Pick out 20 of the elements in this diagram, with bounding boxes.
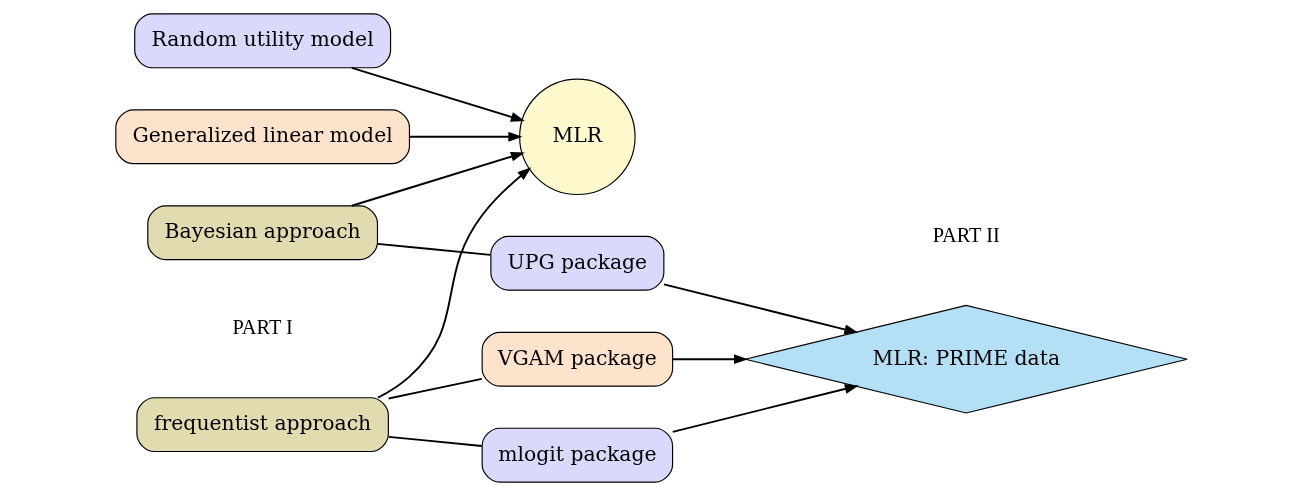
- node-box: Generalized linear model: [114, 109, 410, 165]
- node-box: frequentist approach: [135, 397, 389, 453]
- arrow: [671, 354, 748, 365]
- node-box: mlogit package: [481, 427, 673, 483]
- arrow: [376, 167, 531, 399]
- node-box: Random utility model: [133, 13, 391, 69]
- node-diamond: MLR: PRIME data: [744, 304, 1188, 414]
- arrow: [662, 283, 858, 335]
- label: PART I: [231, 316, 293, 339]
- connector: [387, 378, 483, 400]
- node-box: VGAM package: [481, 331, 673, 387]
- arrow: [671, 384, 859, 433]
- arrow: [408, 131, 522, 142]
- connector: [376, 242, 491, 256]
- node-box: UPG package: [489, 235, 664, 291]
- arrow: [350, 151, 525, 207]
- node-box: Bayesian approach: [146, 205, 378, 261]
- arrow: [350, 66, 525, 122]
- connector: [387, 435, 483, 447]
- label: PART II: [932, 224, 1000, 247]
